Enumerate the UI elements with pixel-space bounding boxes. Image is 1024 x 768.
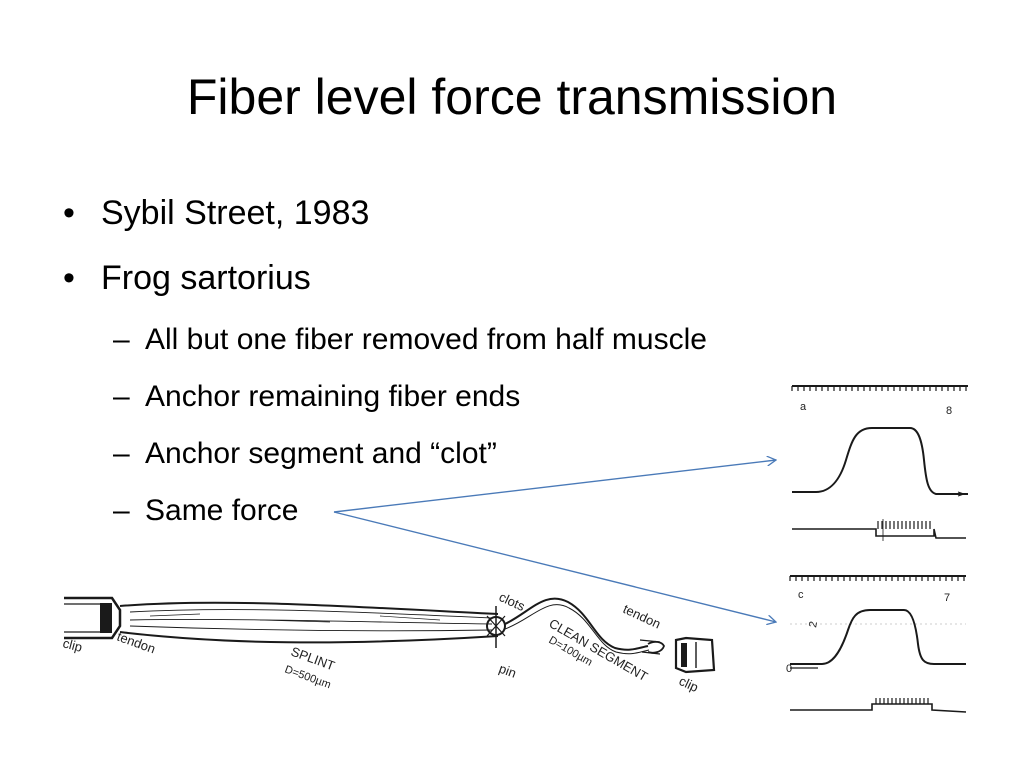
right-clip — [674, 636, 716, 674]
arrows — [333, 460, 776, 622]
sub-bullet-text: Anchor segment and “clot” — [145, 437, 497, 470]
trace-top-right-label: 8 — [946, 405, 952, 417]
bullet-list: • Sybil Street, 1983 • Frog sartorius – … — [60, 188, 820, 546]
time-ticks-bottom — [789, 576, 965, 581]
label-clip-left: clip — [61, 635, 84, 655]
trace-panel-top — [791, 385, 968, 541]
label-clip-right: clip — [677, 673, 701, 695]
trace-bottom-left-label: c — [798, 589, 804, 601]
sub-bullet-item: – All but one fiber removed from half mu… — [60, 318, 820, 362]
sub-bullet-text: Same force — [145, 494, 299, 527]
force-trace-bottom — [790, 609, 966, 665]
label-clots: clots — [497, 589, 528, 614]
bullet-item: • Sybil Street, 1983 — [60, 188, 820, 238]
trace-bottom-right-label: 7 — [944, 592, 950, 604]
stim-trace-bottom — [875, 698, 929, 704]
bullet-item: • Frog sartorius — [60, 253, 820, 303]
stim-trace-top — [877, 521, 931, 529]
slide-title: Fiber level force transmission — [186, 69, 838, 125]
trace-labels-bottom: c 7 2 0 — [786, 589, 950, 675]
preparation-drawing — [64, 596, 716, 674]
dash-glyph: – — [113, 437, 130, 470]
trace-labels-top: a 8 — [800, 401, 952, 417]
bullet-text: Frog sartorius — [101, 259, 311, 297]
dash-glyph: – — [113, 380, 130, 413]
trace-bottom-zero-label: 0 — [786, 663, 792, 675]
trace-panel-bottom — [789, 575, 967, 713]
clean-segment — [504, 597, 649, 651]
bullet-text: Sybil Street, 1983 — [101, 194, 370, 232]
dash-glyph: – — [113, 494, 130, 527]
bullet-glyph: • — [63, 194, 75, 232]
sub-bullet-item: – Anchor remaining fiber ends — [60, 375, 820, 419]
sub-bullet-item: – Anchor segment and “clot” — [60, 432, 820, 476]
sub-bullet-text: Anchor remaining fiber ends — [145, 380, 521, 413]
force-trace-top — [792, 427, 968, 495]
sub-bullet-item: – Same force — [60, 489, 820, 533]
bullet-glyph: • — [63, 259, 75, 297]
left-clip — [64, 596, 122, 640]
splint — [119, 601, 499, 615]
label-tendon-right: tendon — [621, 601, 663, 631]
dash-glyph: – — [113, 323, 130, 356]
time-ticks-top — [791, 386, 967, 391]
sub-bullet-text: All but one fiber removed from half musc… — [145, 323, 707, 356]
label-pin: pin — [497, 661, 518, 681]
arrow-lower — [333, 511, 776, 622]
arrow-upper — [333, 460, 776, 513]
trace-bottom-side-label: 2 — [807, 620, 820, 628]
trace-top-left-label: a — [800, 401, 807, 413]
